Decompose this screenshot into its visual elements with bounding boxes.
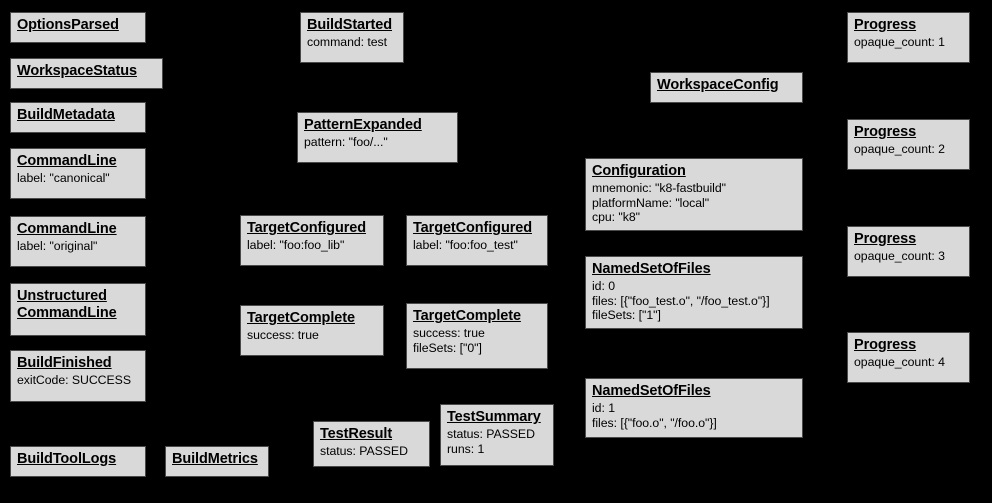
event-node-field: id: 1 [592, 401, 615, 415]
event-node-fields: success: true [247, 328, 377, 343]
event-node-field: command: test [307, 35, 387, 49]
event-node-field: opaque_count: 3 [854, 249, 945, 263]
event-node-fields: label: "canonical" [17, 171, 139, 186]
event-node-options-parsed[interactable]: OptionsParsed [10, 12, 146, 43]
event-node-title: CommandLine [17, 153, 117, 169]
event-node-build-metrics[interactable]: BuildMetrics [165, 446, 269, 477]
event-node-field: opaque_count: 4 [854, 355, 945, 369]
event-node-title: BuildMetrics [172, 451, 258, 467]
event-node-field: opaque_count: 1 [854, 35, 945, 49]
event-node-fields: status: PASSED [320, 444, 423, 459]
event-node-field: files: [{"foo_test.o", "/foo_test.o"}] [592, 293, 770, 308]
event-node-fields: label: "foo:foo_lib" [247, 238, 377, 253]
event-node-fields: opaque_count: 4 [854, 355, 963, 370]
event-node-title: WorkspaceConfig [657, 77, 779, 93]
event-node-fields: label: "foo:foo_test" [413, 238, 541, 253]
event-node-configuration[interactable]: Configuration mnemonic: "k8-fastbuild"pla… [585, 158, 803, 231]
event-node-title: Progress [854, 124, 917, 140]
event-node-title: Progress [854, 231, 917, 247]
event-node-title: TestResult [320, 426, 393, 442]
event-node-progress-3[interactable]: Progress opaque_count: 3 [847, 226, 970, 277]
event-node-field: pattern: "foo/..." [304, 135, 388, 149]
event-node-field: cpu: "k8" [592, 210, 640, 224]
event-node-field: opaque_count: 2 [854, 142, 945, 156]
event-node-build-started[interactable]: BuildStarted command: test [300, 12, 404, 63]
event-node-workspace-status[interactable]: WorkspaceStatus [10, 58, 163, 89]
event-node-fields: opaque_count: 1 [854, 35, 963, 50]
event-node-field: status: PASSED [447, 427, 535, 441]
event-node-command-line-canonical[interactable]: CommandLine label: "canonical" [10, 148, 146, 199]
event-node-field: id: 0 [592, 279, 615, 293]
event-node-field: success: true [413, 326, 485, 340]
event-node-field: platformName: "local" [592, 195, 710, 210]
event-node-title: TestSummary [447, 409, 541, 425]
event-node-title: WorkspaceStatus [17, 63, 137, 79]
event-node-title: PatternExpanded [304, 117, 422, 133]
event-node-title: BuildToolLogs [17, 451, 117, 467]
event-node-progress-1[interactable]: Progress opaque_count: 1 [847, 12, 970, 63]
event-node-fields: mnemonic: "k8-fastbuild"platformName: "l… [592, 181, 796, 225]
event-node-field: label: "foo:foo_test" [413, 238, 518, 252]
event-node-fields: opaque_count: 2 [854, 142, 963, 157]
event-node-progress-2[interactable]: Progress opaque_count: 2 [847, 119, 970, 170]
event-node-field: success: true [247, 328, 319, 342]
event-node-build-finished[interactable]: BuildFinished exitCode: SUCCESS [10, 350, 146, 402]
event-node-build-tool-logs[interactable]: BuildToolLogs [10, 446, 146, 477]
event-node-title: NamedSetOfFiles [592, 383, 711, 399]
event-node-unstructured-command-line[interactable]: Unstructured CommandLine [10, 283, 146, 336]
event-node-title: Configuration [592, 163, 686, 179]
event-node-target-configured-lib[interactable]: TargetConfigured label: "foo:foo_lib" [240, 215, 384, 266]
event-node-field: runs: 1 [447, 441, 485, 456]
event-node-title: BuildStarted [307, 17, 393, 33]
event-node-target-configured-test[interactable]: TargetConfigured label: "foo:foo_test" [406, 215, 548, 266]
event-node-fields: exitCode: SUCCESS [17, 373, 139, 388]
event-node-title: TargetComplete [413, 308, 521, 324]
event-node-title: CommandLine [17, 221, 117, 237]
event-node-title: TargetComplete [247, 310, 355, 326]
event-node-fields: opaque_count: 3 [854, 249, 963, 264]
event-node-fields: label: "original" [17, 239, 139, 254]
event-node-progress-4[interactable]: Progress opaque_count: 4 [847, 332, 970, 383]
event-node-pattern-expanded[interactable]: PatternExpanded pattern: "foo/..." [297, 112, 458, 163]
event-node-title: OptionsParsed [17, 17, 119, 33]
event-node-field: fileSets: ["1"] [592, 308, 661, 322]
event-node-field: exitCode: SUCCESS [17, 373, 131, 387]
event-node-command-line-original[interactable]: CommandLine label: "original" [10, 216, 146, 267]
event-node-title: BuildMetadata [17, 107, 115, 123]
event-node-title: Progress [854, 17, 917, 33]
event-node-workspace-config[interactable]: WorkspaceConfig [650, 72, 803, 103]
event-node-field: mnemonic: "k8-fastbuild" [592, 181, 726, 195]
event-node-field: files: [{"foo.o", "/foo.o"}] [592, 415, 717, 430]
event-node-title: Progress [854, 337, 917, 353]
event-node-field: label: "foo:foo_lib" [247, 238, 345, 252]
event-node-title: NamedSetOfFiles [592, 261, 711, 277]
event-node-test-result[interactable]: TestResult status: PASSED [313, 421, 430, 467]
event-node-title: BuildFinished [17, 355, 112, 371]
event-node-target-complete-lib[interactable]: TargetComplete success: true [240, 305, 384, 356]
event-node-field: label: "canonical" [17, 171, 110, 185]
event-node-field: label: "original" [17, 239, 98, 253]
event-node-build-metadata[interactable]: BuildMetadata [10, 102, 146, 133]
event-node-field: fileSets: ["0"] [413, 340, 482, 355]
event-node-fields: command: test [307, 35, 397, 50]
event-node-fields: pattern: "foo/..." [304, 135, 451, 150]
event-node-title: TargetConfigured [247, 220, 366, 236]
event-node-title: Unstructured CommandLine [17, 288, 117, 321]
event-node-field: status: PASSED [320, 444, 408, 458]
event-node-title: TargetConfigured [413, 220, 532, 236]
